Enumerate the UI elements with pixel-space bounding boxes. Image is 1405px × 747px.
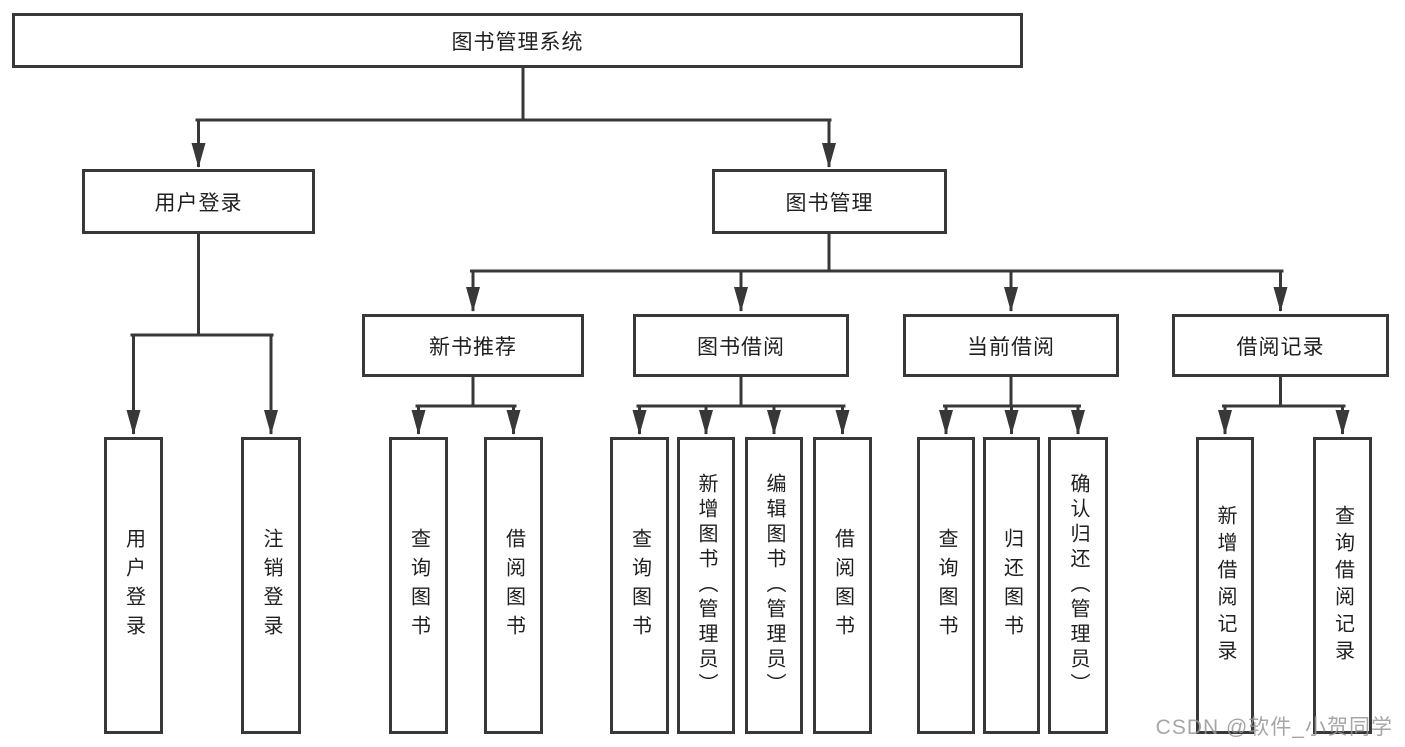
node-user-login: 用户登录 <box>82 169 315 234</box>
leaf-borrow-borrow-books: 借阅图书 <box>813 437 872 734</box>
node-library-management-system: 图书管理系统 <box>12 13 1023 68</box>
leaf-records-add-record: 新增借阅记录 <box>1196 437 1254 734</box>
leaf-user-login: 用户登录 <box>104 437 163 734</box>
leaf-recommend-borrow-books: 借阅图书 <box>484 437 543 734</box>
node-current-borrow: 当前借阅 <box>903 314 1119 377</box>
leaf-recommend-query-books: 查询图书 <box>389 437 448 734</box>
leaf-borrow-edit-books-admin: 编辑图书（管理员） <box>745 437 803 734</box>
node-new-book-recommend: 新书推荐 <box>362 314 584 377</box>
leaf-current-confirm-return-admin: 确认归还（管理员） <box>1048 437 1108 734</box>
leaf-records-query-record: 查询借阅记录 <box>1313 437 1372 734</box>
leaf-borrow-add-books-admin: 新增图书（管理员） <box>677 437 735 734</box>
node-borrow-records: 借阅记录 <box>1172 314 1389 377</box>
leaf-borrow-query-books: 查询图书 <box>610 437 669 734</box>
csdn-watermark: CSDN @软件_小贺同学 <box>1155 716 1393 739</box>
node-book-management: 图书管理 <box>712 169 947 234</box>
leaf-current-query-books: 查询图书 <box>917 437 975 734</box>
leaf-logout: 注销登录 <box>241 437 301 734</box>
leaf-current-return-books: 归还图书 <box>983 437 1040 734</box>
node-book-borrow: 图书借阅 <box>633 314 849 377</box>
